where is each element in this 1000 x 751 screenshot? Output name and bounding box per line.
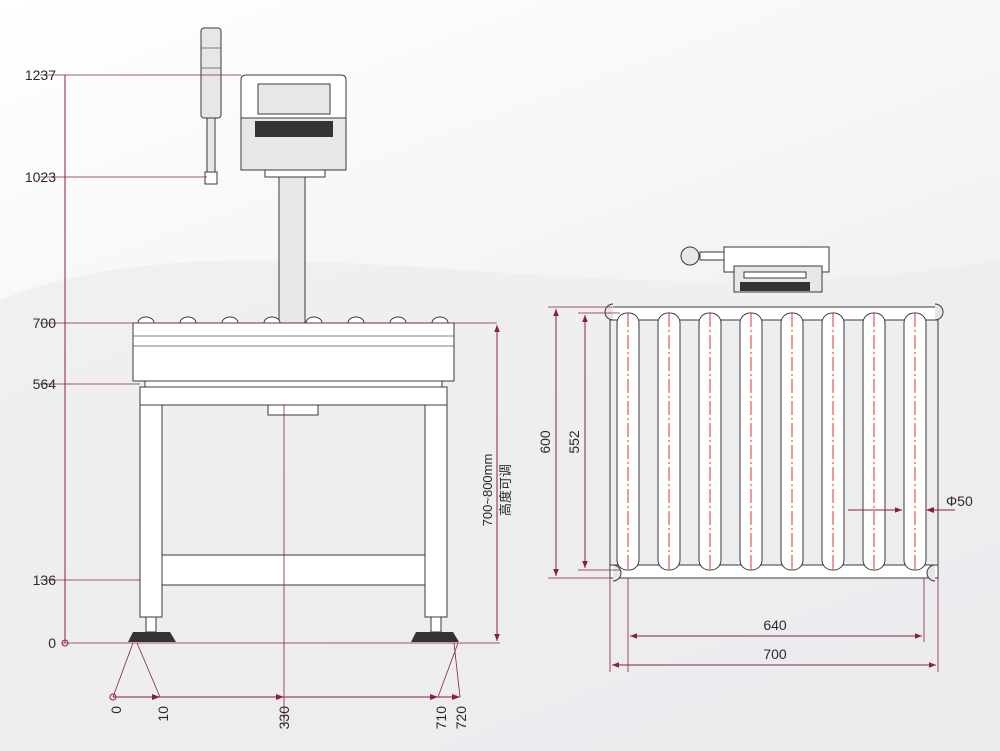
dim-bottom-710: 710 <box>433 706 449 730</box>
front-view: 1237 1023 700 564 136 0 700~800mm 高度可调 0… <box>25 27 514 730</box>
dim-bottom-10: 10 <box>155 706 171 722</box>
dim-136: 136 <box>33 572 57 588</box>
dim-1023: 1023 <box>25 169 56 185</box>
lower-brace <box>161 554 426 586</box>
dim-1237: 1237 <box>25 67 56 83</box>
dim-bottom-0: 0 <box>108 706 124 714</box>
top-rollers <box>616 312 927 571</box>
right-leg <box>424 404 448 618</box>
dim-bottom-330: 330 <box>276 706 292 730</box>
front-rollers <box>137 316 449 324</box>
top-frame-lower <box>609 564 939 579</box>
dim-width-640: 640 <box>763 617 787 633</box>
dim-roller-diameter: Φ50 <box>946 493 973 509</box>
left-leg <box>139 404 163 618</box>
adjust-range-label: 700~800mm <box>480 454 495 527</box>
support-column <box>278 176 306 324</box>
platform-frame <box>132 322 455 382</box>
dim-width-700: 700 <box>763 646 787 662</box>
dim-depth-600: 600 <box>537 430 553 454</box>
top-indicator <box>680 246 830 293</box>
dim-564: 564 <box>33 376 57 392</box>
top-view: 600 552 Φ50 640 700 <box>537 246 973 672</box>
leveling-feet <box>128 616 459 642</box>
warning-light-tower <box>200 27 222 185</box>
keypad <box>255 121 333 137</box>
base-crossbar <box>139 386 448 406</box>
dim-depth-552: 552 <box>566 430 582 454</box>
dim-700: 700 <box>33 315 57 331</box>
dim-bottom-720: 720 <box>453 706 469 730</box>
weighing-indicator <box>240 74 347 178</box>
dim-0: 0 <box>48 635 56 651</box>
adjust-note-label: 高度可调 <box>498 464 514 516</box>
